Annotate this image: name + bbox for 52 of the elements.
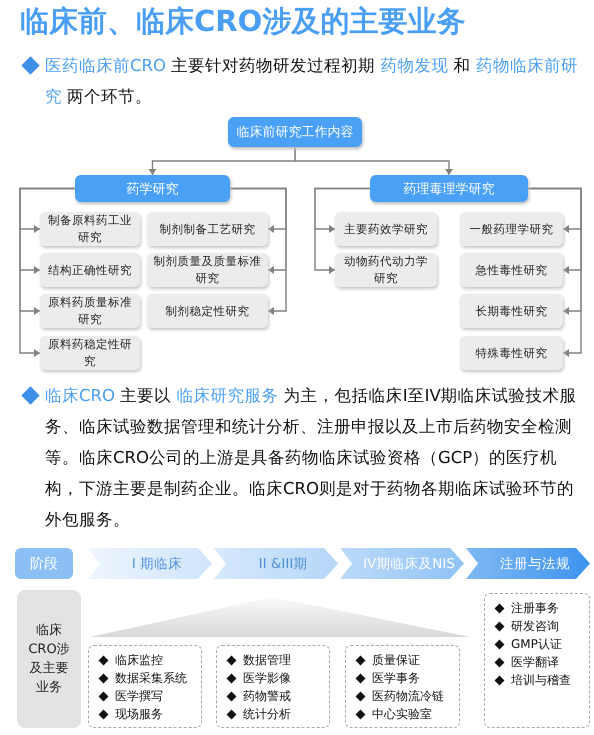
list-item: 医学影像: [243, 670, 291, 686]
connector-arrow: [19, 188, 75, 357]
list-item: 药物警戒: [243, 688, 291, 704]
service-list-box: [484, 593, 590, 728]
service-list-box: [88, 645, 202, 728]
process-box: 制剂制备工艺研究: [147, 212, 268, 246]
paragraph: 医药临床前CRO 主要针对药物研发过程初期 药物发现 和 药物临床前研究 两个环节。: [45, 55, 579, 108]
process-box: 结构正确性研究: [40, 253, 140, 287]
stage-banner: IV期临床及NIS: [340, 548, 464, 579]
process-box: 制剂质量及质量标准研究: [147, 253, 268, 287]
list-item: 研发咨询: [511, 618, 559, 634]
connector-arrow: [294, 147, 453, 175]
list-item: 统计分析: [243, 706, 291, 722]
process-box: 原料药稳定性研究: [40, 336, 140, 370]
list-item: 数据管理: [243, 652, 291, 668]
paragraph: 临床CRO 主要以 临床研究服务 为主，包括临床I至IV期临床试验技术服务、临床试验数据管理和统计分析、注册申报以及上市后药物安全检测等。临床CRO公司的上游是具备药物临床试验资格（GCP）的医疗机构，下游主要是制药企业。临床CRO则是对于药物各期临床试验环节的外包服务。: [45, 385, 578, 531]
list-item: 数据采集系统: [115, 670, 187, 686]
process-box: 长期毒性研究: [460, 294, 563, 328]
list-item: 质量保证: [372, 652, 420, 668]
list-item: GMP认证: [511, 636, 562, 652]
connector-arrow: [314, 188, 370, 274]
list-item: 中心实验室: [372, 706, 432, 722]
process-box: 急性毒性研究: [460, 253, 563, 287]
process-box: 制剂稳定性研究: [147, 294, 268, 328]
process-box: 主要药效学研究: [335, 212, 437, 246]
connector-arrow: [230, 188, 287, 315]
process-box: 制备原料药工业研究: [40, 212, 140, 246]
process-box: 原料药质量标准研究: [40, 294, 140, 328]
category-box: 临床前研究工作内容: [228, 117, 362, 147]
list-item: 培训与稽查: [511, 672, 571, 688]
category-box: 临床CRO涉及主要业务: [17, 590, 81, 728]
process-box: 特殊毒性研究: [460, 336, 563, 370]
process-box: 动物药代动力学研究: [335, 253, 437, 287]
stage-banner: II &III期: [214, 548, 338, 579]
category-box: 药理毒理学研究: [370, 175, 528, 202]
list-item: 临床监控: [115, 652, 163, 668]
list-item: 现场服务: [115, 706, 163, 722]
service-list-box: [216, 645, 330, 728]
stage-header-box: 阶段: [15, 548, 73, 579]
process-box: 一般药理学研究: [460, 212, 563, 246]
connector-arrow: [528, 188, 582, 357]
service-list-box: [345, 645, 460, 728]
category-box: 药学研究: [75, 175, 230, 202]
list-item: 医药物流冷链: [372, 688, 444, 704]
list-item: 注册事务: [511, 600, 559, 616]
roof-shape: [90, 597, 470, 637]
list-item: 医学撰写: [115, 688, 163, 704]
list-item: 医学事务: [372, 670, 420, 686]
stage-banner: I 期临床: [88, 548, 212, 579]
stage-banner: 注册与法规: [466, 548, 590, 579]
title: 临床前、临床CRO涉及的主要业务: [20, 3, 466, 40]
list-item: 医学翻译: [511, 654, 559, 670]
